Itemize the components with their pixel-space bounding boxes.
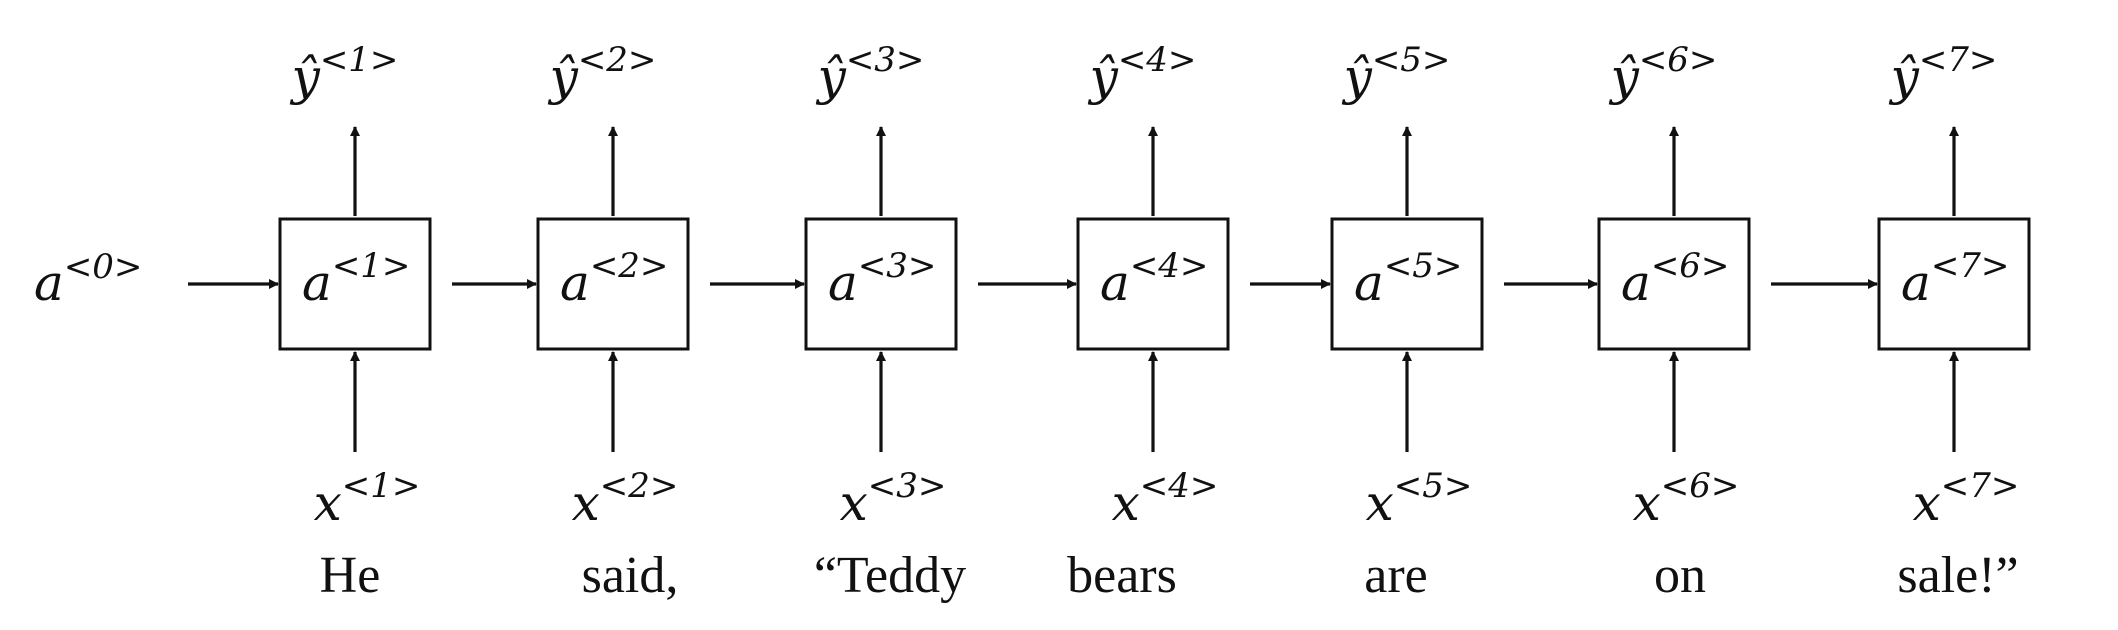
- output-label: ŷ<2>: [548, 40, 657, 106]
- time-step-3: a<3> ŷ<3> x<3> “Teddy: [804, 40, 1077, 604]
- time-step-6: a<6> ŷ<6> x<6> on: [1597, 40, 1878, 604]
- rnn-cell-box: [1597, 217, 1751, 351]
- input-word: He: [320, 547, 381, 604]
- input-label: x<2>: [572, 466, 679, 532]
- time-step-5: a<5> ŷ<5> x<5> are: [1330, 40, 1598, 604]
- hidden-state-label: a<3>: [828, 246, 936, 312]
- rnn-cell-box: [1076, 217, 1230, 351]
- hidden-state-label: a<7>: [1901, 246, 2009, 312]
- input-word: bears: [1067, 547, 1177, 604]
- initial-hidden-state-label: a<0>: [34, 247, 142, 312]
- hidden-state-label: a<4>: [1100, 246, 1208, 312]
- input-label: x<7>: [1913, 466, 2020, 532]
- time-step-4: a<4> ŷ<4> x<4> bears: [1067, 40, 1331, 604]
- output-label: ŷ<1>: [290, 40, 399, 106]
- input-word: “Teddy: [814, 547, 966, 604]
- input-label: x<5>: [1366, 466, 1473, 532]
- output-label: ŷ<7>: [1889, 40, 1998, 106]
- output-label: ŷ<4>: [1088, 40, 1197, 106]
- hidden-state-label: a<6>: [1621, 246, 1729, 312]
- time-step-1: a<1> ŷ<1> x<1> He: [278, 40, 537, 604]
- rnn-cell-box: [1877, 217, 2031, 351]
- rnn-cell-box: [804, 217, 958, 351]
- input-label: x<1>: [314, 466, 421, 532]
- hidden-state-label: a<5>: [1354, 246, 1462, 312]
- hidden-state-label: a<1>: [302, 246, 410, 312]
- rnn-cell-box: [278, 217, 432, 351]
- rnn-cell-box: [536, 217, 690, 351]
- input-word: are: [1364, 547, 1427, 604]
- input-label: x<6>: [1633, 466, 1740, 532]
- time-step-7: a<7> ŷ<7> x<7> sale!”: [1877, 40, 2031, 604]
- input-word: said,: [582, 547, 679, 604]
- hidden-state-label: a<2>: [560, 246, 668, 312]
- input-word: on: [1654, 547, 1706, 604]
- output-label: ŷ<3>: [816, 40, 925, 106]
- output-label: ŷ<5>: [1342, 40, 1451, 106]
- time-steps: a<1> ŷ<1> x<1> He a<2> ŷ<2> x<2> said, a<3> ŷ<3> x…: [188, 40, 2031, 604]
- input-label: x<4>: [1112, 466, 1219, 532]
- time-step-2: a<2> ŷ<2> x<2> said,: [536, 40, 805, 604]
- output-label: ŷ<6>: [1609, 40, 1718, 106]
- input-label: x<3>: [840, 466, 947, 532]
- input-word: sale!”: [1897, 547, 2018, 604]
- rnn-cell-box: [1330, 217, 1484, 351]
